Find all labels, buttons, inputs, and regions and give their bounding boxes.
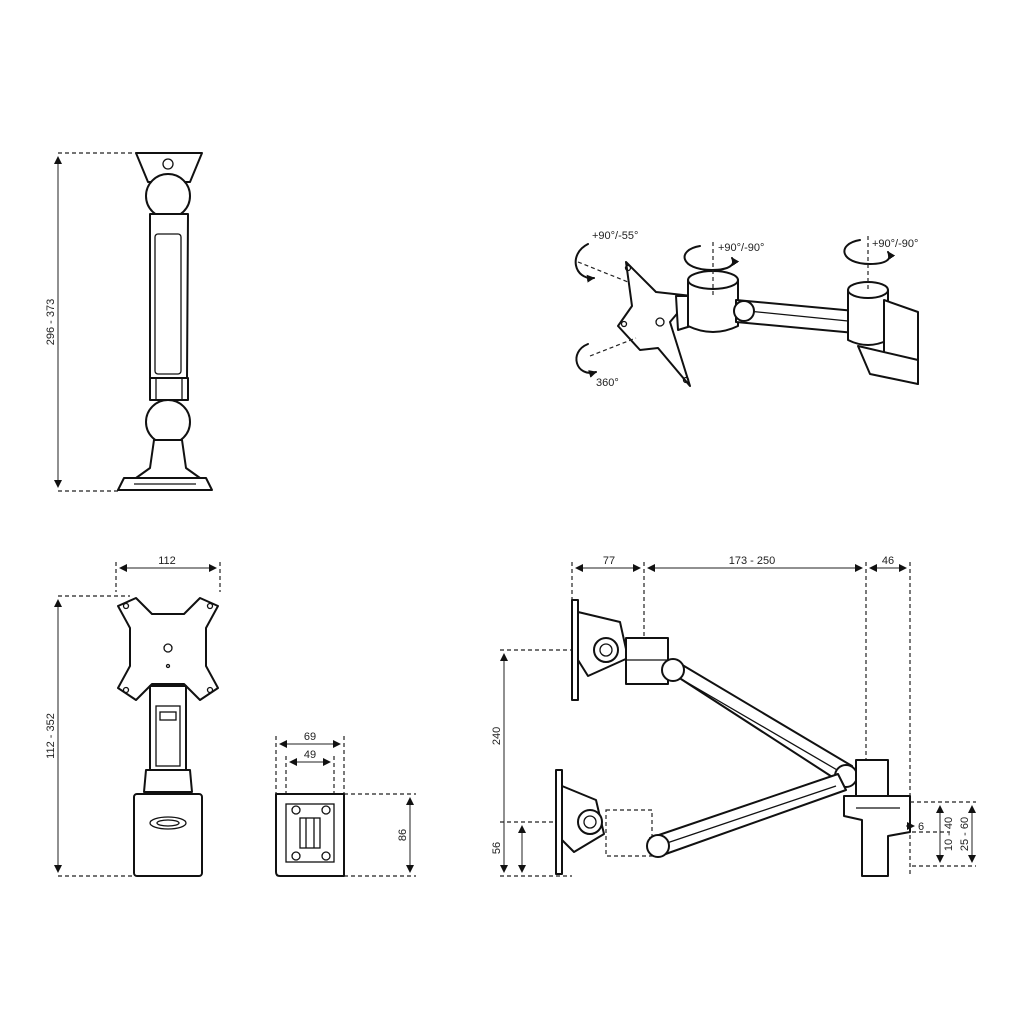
clamp-height-dim: 86 — [397, 829, 409, 841]
clamp-depth-dim: 46 — [882, 555, 894, 567]
joint1-rotation-label: +90°/-90° — [718, 242, 764, 254]
desk-range-a-dim: 10 - 40 — [943, 817, 955, 851]
joint2-rotation-label: +90°/-90° — [872, 238, 918, 250]
front-width-dim: 112 — [158, 555, 176, 567]
front-height-dim: 112 - 352 — [45, 713, 57, 759]
top-view: +90°/-55° 360° +90°/-90° +90°/-90° — [574, 230, 919, 389]
desk-range-b-dim: 25 - 60 — [959, 817, 971, 851]
reach-view: 77 173 - 250 46 240 56 — [491, 555, 976, 877]
arm-reach-dim: 173 - 250 — [729, 555, 775, 567]
tilt-rotation-label: +90°/-55° — [592, 230, 638, 242]
front-view: 112 112 - 352 — [45, 555, 221, 877]
side-height-dim: 296 - 373 — [45, 299, 57, 345]
clamp-outer-width-dim: 69 — [304, 731, 316, 743]
clamp-view: 69 49 86 — [275, 731, 416, 877]
desk-gap-dim: 6 — [918, 821, 924, 833]
upper-height-dim: 240 — [491, 727, 503, 745]
lower-height-dim: 56 — [491, 842, 503, 854]
screen-rotation-label: 360° — [596, 377, 619, 389]
head-depth-dim: 77 — [603, 555, 615, 567]
clamp-inner-width-dim: 49 — [304, 749, 316, 761]
side-view: 296 - 373 — [45, 152, 213, 492]
